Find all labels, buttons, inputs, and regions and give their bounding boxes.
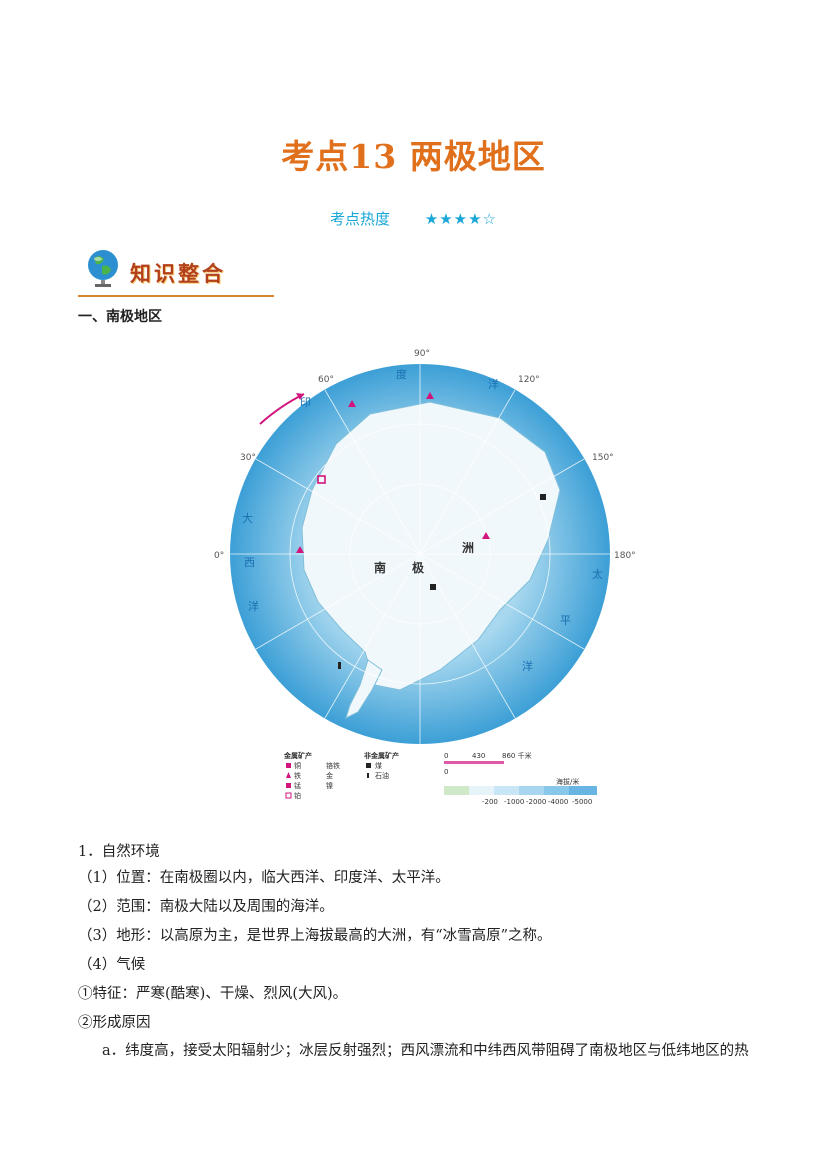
paragraph-cause-a: a．纬度高，接受太阳辐射少；冰层反射强烈；西风漂流和中纬西风带阻碍了南极地区与低… [102, 1043, 749, 1059]
map-legend: 金属矿产 铜 铁 锰 铂 铬铁 金 镍 非金属矿产 煤 石油 0 430 860… [283, 751, 597, 806]
meridian-labels: 90° 60° 120° 30° 150° 0° 180° [214, 349, 636, 561]
depth-value: -200 [482, 798, 498, 806]
depth-value: -1000 [504, 798, 524, 806]
depth-title: 海拔/米 [556, 777, 579, 786]
depth-value: -5000 [572, 798, 592, 806]
meridian-label: 180° [614, 551, 636, 561]
exam-heat: 考点热度 ★★★★☆ [0, 208, 827, 229]
scale-bar [444, 761, 504, 764]
ocean-label: 洋 [522, 659, 533, 673]
continent-label: 洲 [462, 541, 474, 555]
scale-value: 860 千米 [502, 751, 532, 760]
depth-value: 0 [444, 768, 448, 776]
heat-label: 考点热度 [329, 210, 390, 228]
platinum-symbol [317, 475, 326, 484]
legend-item: 铁 [294, 771, 301, 780]
meridian-label: 150° [592, 453, 614, 463]
copper-legend-symbol [286, 763, 291, 768]
continent-label: 南 [374, 560, 386, 575]
depth-color-bar [444, 786, 597, 795]
scale-value: 430 [472, 752, 485, 760]
antarctic-peninsula [345, 659, 383, 719]
meridian-label: 60° [318, 375, 334, 385]
section-label: 知识整合 [130, 262, 226, 286]
section-underline [78, 295, 274, 297]
ocean-label: 西 [244, 556, 255, 569]
ocean-label: 平 [560, 614, 571, 627]
ocean-label: 洋 [248, 599, 259, 613]
drift-arrowhead [296, 393, 304, 400]
meridian-label: 120° [518, 375, 540, 385]
coal-legend-symbol [366, 763, 371, 768]
paragraph-climate-features: ①特征：严寒(酷寒)、干燥、烈风(大风)。 [78, 986, 348, 1002]
platinum-legend-symbol [285, 792, 292, 799]
paragraph-extent: （2）范围：南极大陆以及周围的海洋。 [78, 899, 334, 915]
page-title: 考点13 两极地区 [281, 137, 546, 176]
ocean-label: 大 [242, 511, 253, 525]
antarctica-map: 90° 60° 120° 30° 150° 0° 180° 度 洋 印 大 西 … [214, 349, 636, 806]
iron-symbol [348, 400, 356, 407]
paragraph-causes: ②形成原因 [78, 1015, 151, 1031]
legend-metal-title: 金属矿产 [283, 751, 312, 760]
legend-item: 铜 [294, 761, 301, 770]
ocean-label: 度 [396, 367, 407, 381]
iron-legend-symbol [286, 772, 291, 778]
oil-symbol [338, 662, 341, 669]
legend-item: 石油 [375, 771, 389, 780]
meridian-label: 30° [240, 453, 256, 463]
legend-item: 镍 [326, 781, 333, 790]
section-header: 知识整合 [78, 244, 274, 300]
mineral-symbols [296, 392, 546, 669]
ocean-label: 太 [592, 568, 603, 581]
iron-symbol [296, 546, 304, 553]
oil-legend-symbol [367, 773, 369, 778]
continent-label: 极 [412, 560, 425, 575]
graticule [230, 364, 610, 744]
legend-item: 锰 [294, 781, 301, 790]
legend-item: 铬铁 [326, 761, 340, 770]
coal-symbol [430, 584, 436, 590]
ocean-label: 洋 [488, 377, 499, 391]
paragraph-climate: （4）气候 [78, 957, 146, 973]
meridian-label: 90° [414, 349, 430, 359]
coal-symbol [540, 494, 546, 500]
depth-value: -4000 [548, 798, 568, 806]
ocean-labels: 度 洋 印 大 西 洋 太 平 洋 [242, 367, 603, 673]
legend-nonmetal-title: 非金属矿产 [364, 751, 399, 760]
continent-labels: 南 极 洲 [374, 541, 474, 575]
heat-stars: ★★★★☆ [424, 210, 498, 228]
paragraph-natural-environment: 1．自然环境 [78, 844, 160, 860]
meridian-label: 0° [214, 551, 224, 561]
paragraph-terrain: （3）地形：以高原为主，是世界上海拔最高的大洲，有“冰雪高原”之称。 [78, 928, 552, 944]
legend-item: 金 [326, 771, 333, 780]
iron-symbol [426, 392, 434, 399]
paragraph-location: （1）位置：在南极圈以内，临大西洋、印度洋、太平洋。 [78, 870, 450, 886]
manganese-legend-symbol [286, 783, 291, 788]
globe-icon [88, 250, 118, 287]
iron-symbol [482, 532, 490, 539]
subheading: 一、南极地区 [78, 309, 162, 325]
scale-value: 0 [444, 752, 448, 760]
ocean-label: 印 [300, 396, 311, 409]
legend-item: 煤 [375, 761, 382, 770]
legend-item: 铂 [294, 791, 301, 800]
depth-value: -2000 [526, 798, 546, 806]
